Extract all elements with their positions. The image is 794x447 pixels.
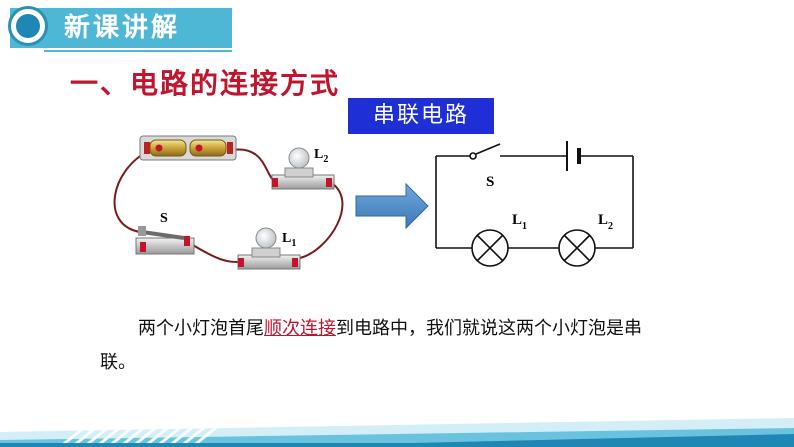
section-title: 一、电路的连接方式 xyxy=(70,67,341,100)
para-highlight: 顺次连接 xyxy=(264,318,336,339)
physical-circuit: S L1 L2 xyxy=(113,135,344,270)
para-after: 到电路中，我们就说这两个小灯泡是串联。 xyxy=(100,318,642,373)
schematic-lamp2-label: L2 xyxy=(598,212,613,232)
switch-image xyxy=(135,226,195,255)
header-title: 新课讲解 xyxy=(64,13,181,43)
series-circuit-tag: 串联电路 xyxy=(348,98,494,134)
header-circle-icon xyxy=(8,6,48,46)
para-before: 两个小灯泡首尾 xyxy=(138,318,264,339)
description-paragraph: 两个小灯泡首尾顺次连接到电路中，我们就说这两个小灯泡是串联。 xyxy=(100,312,660,380)
schematic-switch-label: S xyxy=(486,174,494,190)
photo-switch-label: S xyxy=(160,211,168,226)
lamp-l1-image xyxy=(237,227,301,270)
series-circuit-schematic xyxy=(435,141,634,267)
schematic-lamp1-label: L1 xyxy=(512,212,527,232)
header-underline xyxy=(44,50,232,52)
battery-pack-image xyxy=(139,135,237,161)
photo-lamp1-label: L1 xyxy=(282,231,296,249)
photo-lamp2-label: L2 xyxy=(314,147,328,165)
footer-decoration xyxy=(0,410,794,447)
lamp-l2-image xyxy=(271,147,335,190)
right-arrow-icon xyxy=(355,182,429,230)
